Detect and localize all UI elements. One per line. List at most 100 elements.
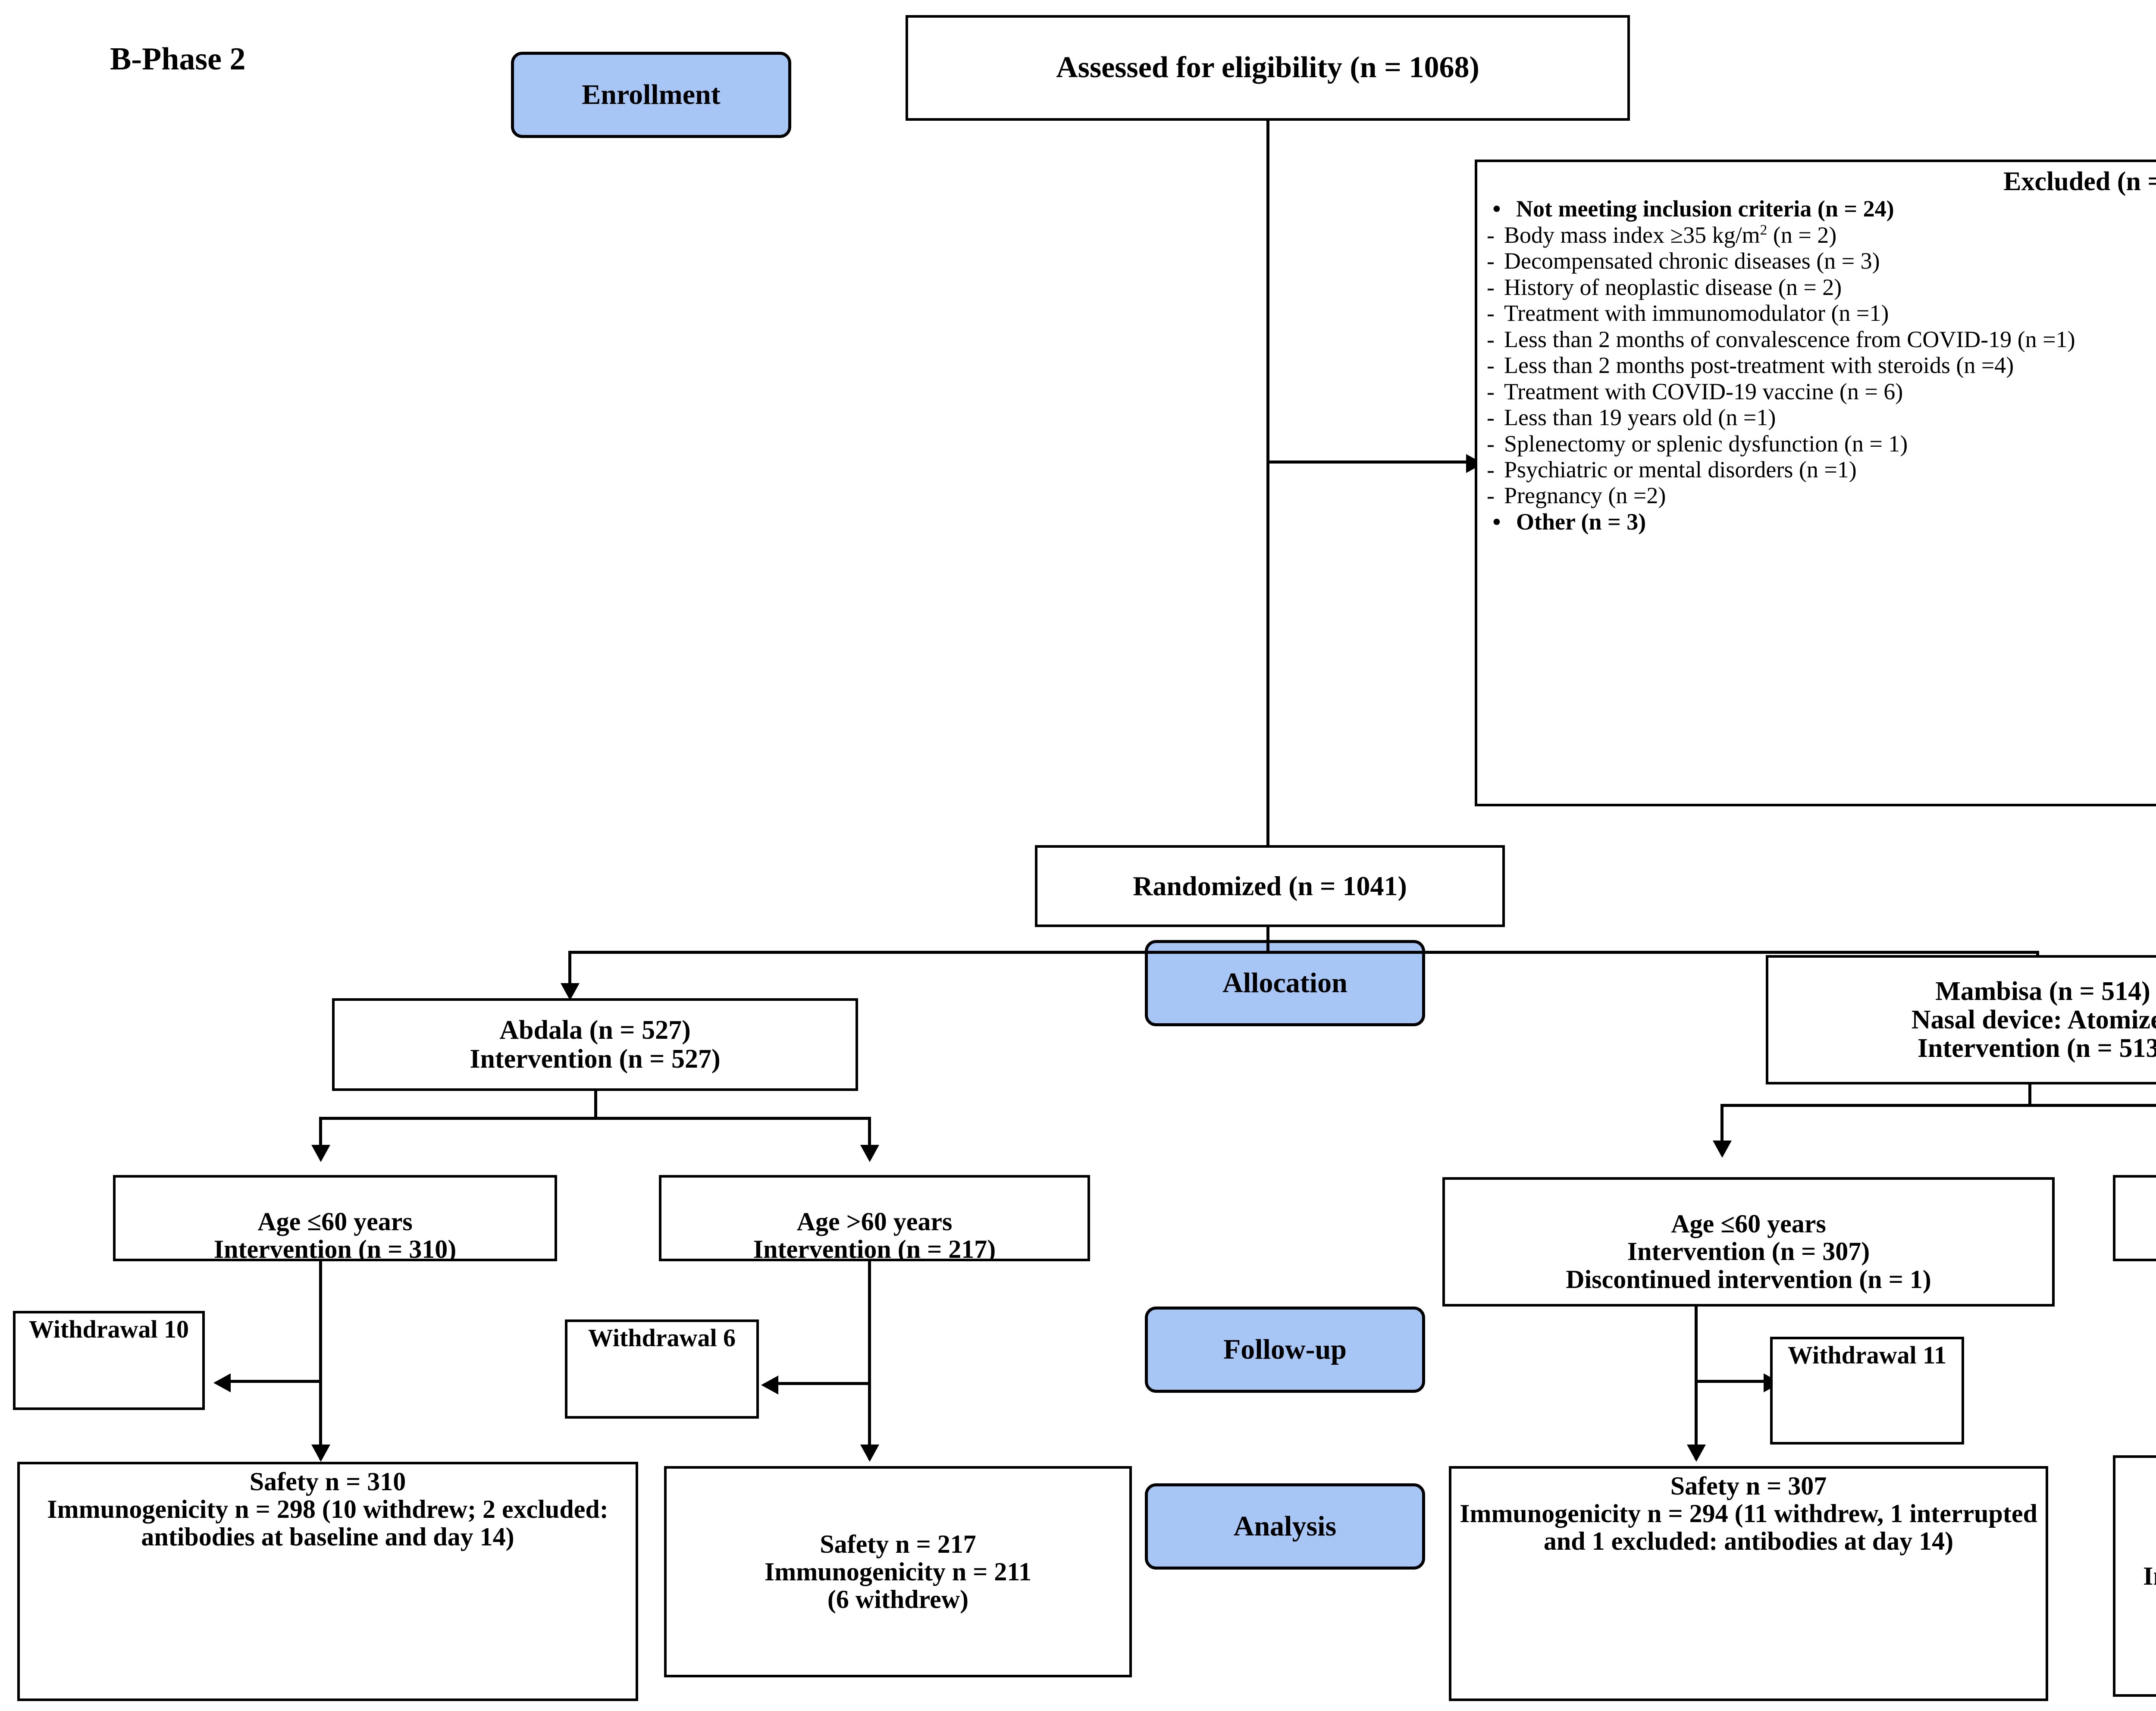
excluded-reason-text: Pregnancy (n =2) xyxy=(1504,483,1666,509)
abdala-le60-followup-spine xyxy=(319,1261,322,1460)
arrow-to-mambisa-le60-icon xyxy=(1713,1141,1732,1158)
mambisa-allocation-text: Mambisa (n = 514) Nasal device: Atomizer… xyxy=(1911,976,2156,1063)
excluded-reason-text: Less than 2 months of convalescence from… xyxy=(1504,326,2075,352)
mambisa-le60-analysis-box: Safety n = 307 Immunogenicity n = 294 (1… xyxy=(1449,1466,2048,1701)
mambisa-le60-withdraw-branch xyxy=(1697,1380,1772,1383)
abdala-gt60-analysis-box: Safety n = 217 Immunogenicity n = 211 (6… xyxy=(664,1466,1132,1677)
mambisa-gt60-analysis-text: Safety n = 206 Immunogenicity n = 200 (5… xyxy=(2143,1561,2156,1590)
abdala-gt60-withdrawal-text: Withdrawal 6 xyxy=(588,1324,736,1352)
arrow-to-abdala-gt60-analysis-icon xyxy=(860,1445,879,1462)
arrow-to-abdala-gt60-icon xyxy=(860,1145,879,1162)
excluded-reason-text: History of neoplastic disease (n = 2) xyxy=(1504,274,1842,300)
mambisa-le60-analysis-text: Safety n = 307 Immunogenicity n = 294 (1… xyxy=(1460,1472,2037,1556)
excluded-reason-text: Other (n = 3) xyxy=(1516,508,1646,535)
arrow-to-abdala-le60-withdrawal-icon xyxy=(213,1373,231,1392)
randomized-down-stub xyxy=(1266,927,1269,953)
arrow-to-abdala-le60-analysis-icon xyxy=(311,1445,330,1462)
mambisa-le60-box: Age ≤60 years Intervention (n = 307) Dis… xyxy=(1442,1177,2055,1307)
excluded-reason-item: -Pregnancy (n =2) xyxy=(1477,483,2156,508)
list-marker-icon: - xyxy=(1487,326,1495,352)
arrow-to-abdala-gt60-withdrawal-icon xyxy=(761,1376,778,1394)
spine-assessed-to-randomized xyxy=(1266,121,1269,845)
abdala-gt60-withdrawal-box: Withdrawal 6 xyxy=(565,1319,759,1419)
mambisa-le60-drop xyxy=(1720,1104,1724,1153)
mambisa-gt60-text: Age >60 years Intervention (n = 206) xyxy=(2115,1205,2156,1259)
list-marker-icon: - xyxy=(1487,457,1495,483)
abdala-allocation-text: Abdala (n = 527) Intervention (n = 527) xyxy=(470,1015,721,1074)
mambisa-gt60-analysis-box: Safety n = 206 Immunogenicity n = 200 (5… xyxy=(2113,1455,2156,1697)
excluded-reason-item: -Less than 2 months post-treatment with … xyxy=(1477,352,2156,378)
mambisa-gt60-box: Age >60 years Intervention (n = 206) xyxy=(2113,1175,2156,1261)
excluded-reason-item: -Splenectomy or splenic dysfunction (n =… xyxy=(1477,431,2156,457)
stage-label-analysis: Analysis xyxy=(1145,1483,1425,1570)
list-marker-icon: • xyxy=(1492,508,1501,535)
excluded-reason-text: Body mass index ≥35 kg/m2 (n = 2) xyxy=(1504,222,1837,248)
arrow-to-abdala-le60-icon xyxy=(311,1145,330,1162)
abdala-le60-analysis-text: Safety n = 310 Immunogenicity n = 298 (1… xyxy=(47,1467,608,1551)
excluded-reason-text: Splenectomy or splenic dysfunction (n = … xyxy=(1504,430,1908,457)
allocation-left-drop xyxy=(568,951,571,996)
assessed-for-eligibility-text: Assessed for eligibility (n = 1068) xyxy=(1056,51,1479,85)
allocation-split-bar xyxy=(568,951,2039,954)
excluded-reason-item: -Less than 2 months of convalescence fro… xyxy=(1477,326,2156,352)
abdala-gt60-drop xyxy=(868,1117,871,1158)
excluded-box: Excluded (n = 27) • Not meeting inclusion… xyxy=(1475,160,2156,806)
excluded-reason-item: -Treatment with COVID-19 vaccine (n = 6) xyxy=(1477,379,2156,404)
excluded-reason-text: Psychiatric or mental disorders (n =1) xyxy=(1504,457,1857,483)
abdala-le60-analysis-box: Safety n = 310 Immunogenicity n = 298 (1… xyxy=(17,1462,638,1701)
excluded-reason-item: -Psychiatric or mental disorders (n =1) xyxy=(1477,457,2156,483)
mambisa-le60-withdrawal-box: Withdrawal 11 xyxy=(1770,1337,1964,1445)
list-marker-icon: - xyxy=(1487,378,1495,404)
randomized-text: Randomized (n = 1041) xyxy=(1133,870,1407,901)
excluded-title: Excluded (n = 27) xyxy=(2003,167,2156,196)
list-marker-icon: • xyxy=(1492,196,1501,222)
abdala-le60-withdrawal-text: Withdrawal 10 xyxy=(28,1315,189,1343)
arrow-to-mambisa-le60-analysis-icon xyxy=(1687,1445,1706,1462)
abdala-allocation-box: Abdala (n = 527) Intervention (n = 527) xyxy=(332,998,858,1091)
excluded-reason-text: Treatment with COVID-19 vaccine (n = 6) xyxy=(1504,378,1903,404)
abdala-gt60-analysis-text: Safety n = 217 Immunogenicity n = 211 (6… xyxy=(764,1529,1032,1614)
list-marker-icon: - xyxy=(1487,483,1495,509)
mambisa-down-stub xyxy=(2028,1084,2031,1106)
abdala-down-stub xyxy=(594,1091,597,1119)
panel-label: B-Phase 2 xyxy=(110,41,246,77)
excluded-reason-item: -Less than 19 years old (n =1) xyxy=(1477,404,2156,430)
list-marker-icon: - xyxy=(1487,352,1495,379)
mambisa-le60-withdrawal-text: Withdrawal 11 xyxy=(1788,1341,1946,1369)
list-marker-icon: - xyxy=(1487,274,1495,300)
excluded-reason-text: Not meeting inclusion criteria (n = 24) xyxy=(1516,196,1894,222)
excluded-reason-text: Less than 2 months post-treatment with s… xyxy=(1504,352,2014,379)
list-marker-icon: - xyxy=(1487,248,1495,274)
superscript: 2 xyxy=(1760,222,1767,238)
excluded-reason-item: -History of neoplastic disease (n = 2) xyxy=(1477,274,2156,300)
list-marker-icon: - xyxy=(1487,404,1495,431)
excluded-reasons-list: • Not meeting inclusion criteria (n = 24)… xyxy=(1477,196,2156,535)
excluded-reason-text: Decompensated chronic diseases (n = 3) xyxy=(1504,248,1880,274)
mambisa-le60-followup-spine xyxy=(1695,1307,1698,1460)
stage-label-enrollment: Enrollment xyxy=(511,52,791,138)
arrow-to-abdala-icon xyxy=(561,983,580,1000)
excluded-reason-text: Treatment with immunomodulator (n =1) xyxy=(1504,300,1889,326)
branch-to-excluded xyxy=(1266,461,1473,464)
excluded-reason-item: • Other (n = 3) xyxy=(1477,509,2156,535)
list-marker-icon: - xyxy=(1487,300,1495,326)
stage-label-allocation: Allocation xyxy=(1145,940,1425,1026)
abdala-le60-drop xyxy=(319,1117,322,1158)
excluded-reason-item: -Body mass index ≥35 kg/m2 (n = 2) xyxy=(1477,222,2156,248)
mambisa-allocation-box: Mambisa (n = 514) Nasal device: Atomizer… xyxy=(1766,955,2156,1084)
abdala-age-split-bar xyxy=(319,1117,871,1120)
abdala-gt60-box: Age >60 years Intervention (n = 217) xyxy=(659,1175,1090,1261)
randomized-box: Randomized (n = 1041) xyxy=(1035,845,1505,927)
abdala-gt60-withdraw-branch xyxy=(776,1382,870,1385)
abdala-le60-withdraw-branch xyxy=(229,1380,321,1383)
excluded-reason-item: • Not meeting inclusion criteria (n = 24) xyxy=(1477,196,2156,222)
excluded-reason-text: Less than 19 years old (n =1) xyxy=(1504,404,1776,431)
excluded-reason-item: -Decompensated chronic diseases (n = 3) xyxy=(1477,248,2156,274)
excluded-reason-item: -Treatment with immunomodulator (n =1) xyxy=(1477,300,2156,326)
abdala-le60-withdrawal-box: Withdrawal 10 xyxy=(13,1311,205,1410)
stage-label-followup: Follow-up xyxy=(1145,1307,1425,1393)
abdala-le60-box: Age ≤60 years Intervention (n = 310) xyxy=(113,1175,557,1261)
assessed-for-eligibility-box: Assessed for eligibility (n = 1068) xyxy=(906,15,1630,121)
list-marker-icon: - xyxy=(1487,430,1495,457)
